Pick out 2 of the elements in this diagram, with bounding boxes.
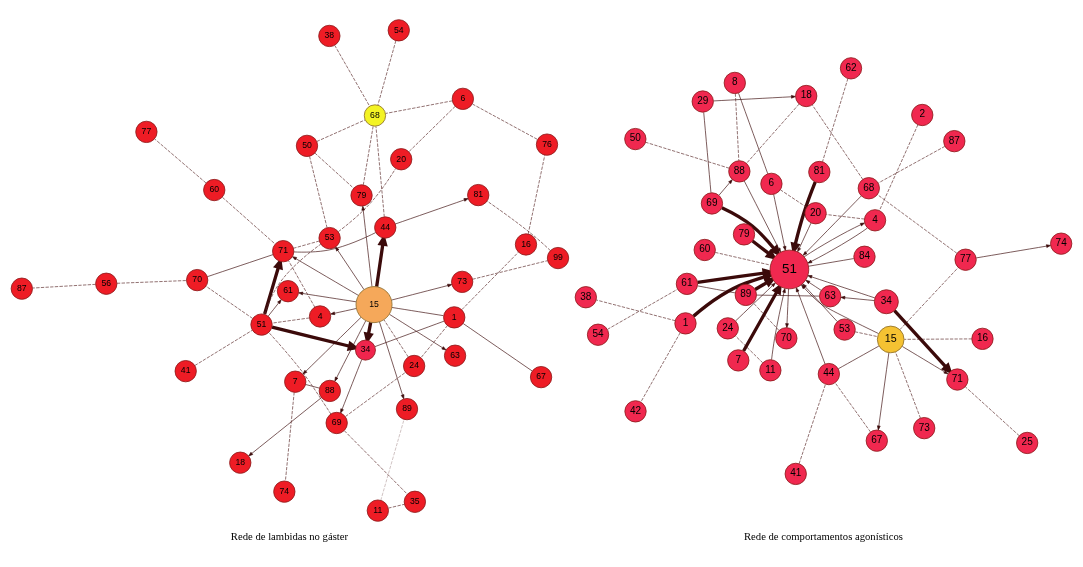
label: Rede de lambidas no gáster [230,530,349,543]
label: Rede de comportamentos agonísticos [743,530,903,543]
